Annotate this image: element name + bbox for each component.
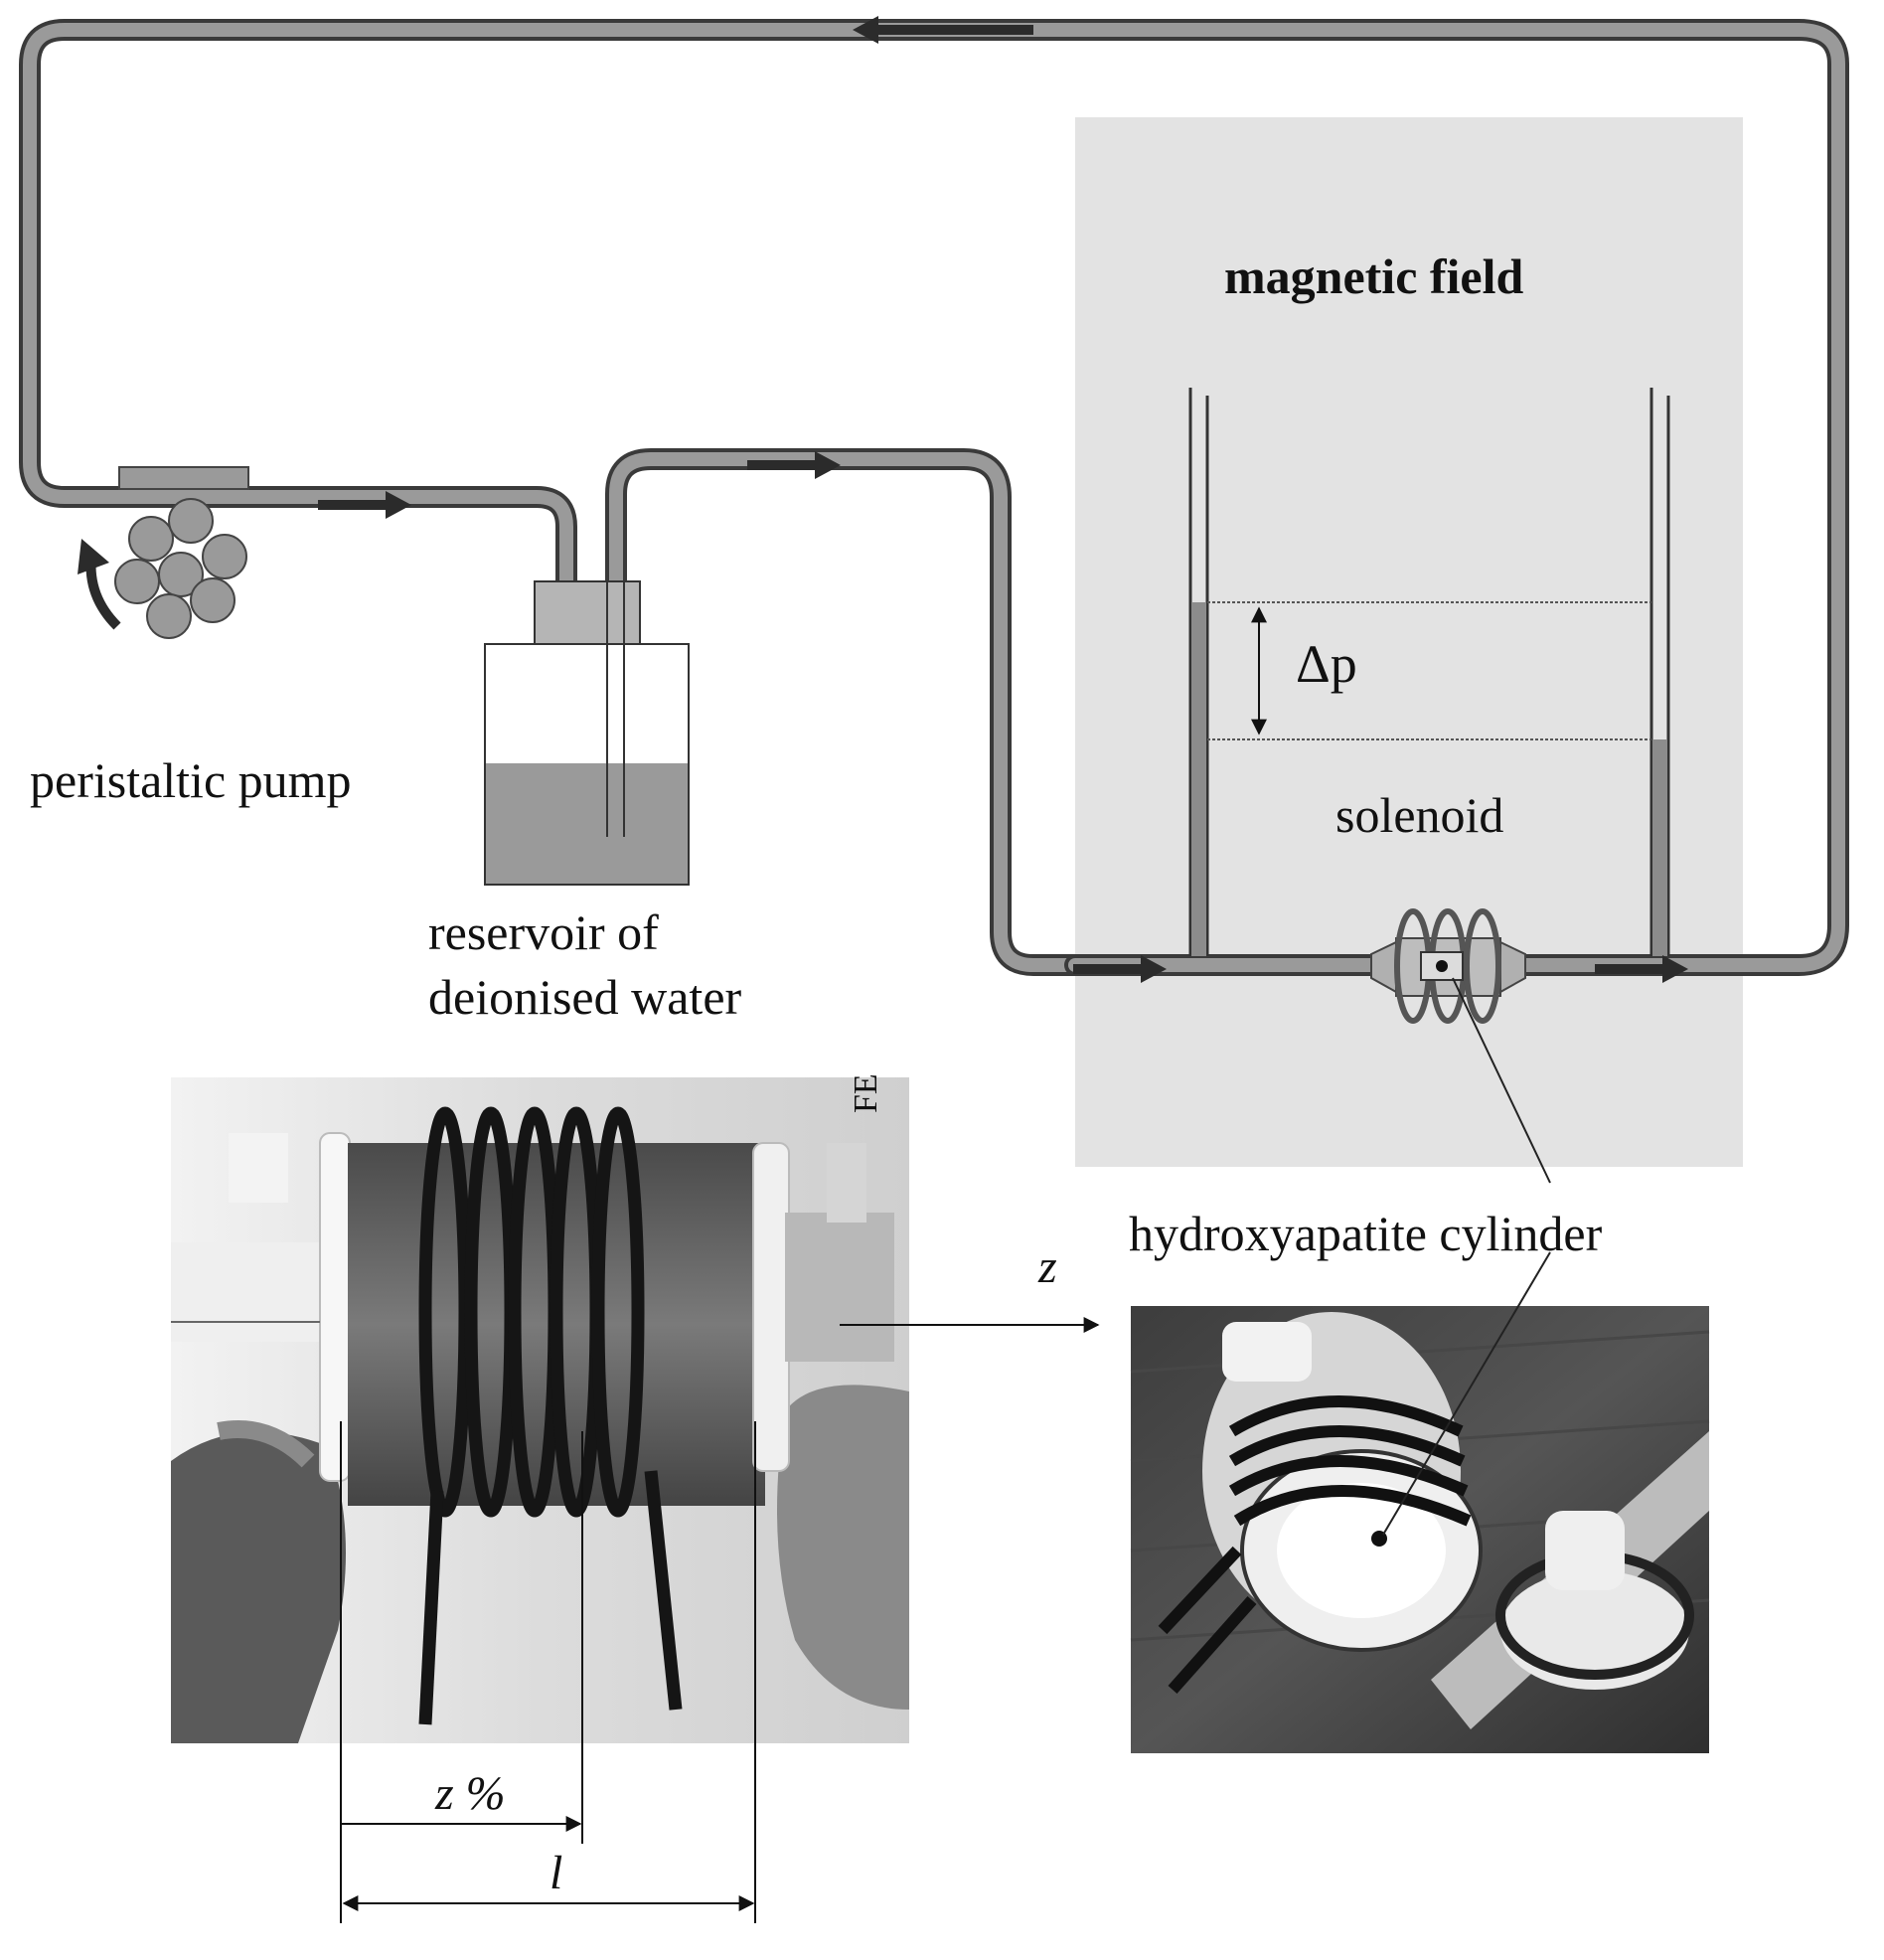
dim-z-percent-label: z %: [434, 1767, 506, 1820]
manometer-left-column: [1188, 388, 1209, 956]
dimension-lines: [340, 1421, 756, 1923]
peristaltic-pump-label: peristaltic pump: [30, 752, 352, 808]
solenoid-schematic: [1370, 908, 1526, 1024]
manometer-right-column: [1649, 388, 1670, 956]
rotation-arrow-icon: [78, 539, 121, 630]
photo-corner-mark: FE: [848, 1073, 884, 1113]
photo-solenoid-coil: FE: [171, 1073, 909, 1743]
axis-z-label: z: [1037, 1240, 1057, 1293]
hydroxyapatite-cylinder-label: hydroxyapatite cylinder: [1129, 1206, 1603, 1261]
reservoir-label-line1: reservoir of: [428, 904, 659, 960]
leader-line-photo: [1382, 1251, 1551, 1536]
dim-l-label: l: [550, 1847, 562, 1899]
leader-line: [1452, 977, 1551, 1184]
tubing-loop: [19, 19, 1849, 976]
delta-p-label: Δp: [1296, 634, 1357, 694]
photo-hydroxyapatite-cylinder: [1130, 1306, 1710, 1753]
peristaltic-pump: [114, 466, 249, 639]
reservoir-label-line2: deionised water: [428, 969, 742, 1025]
solenoid-label: solenoid: [1335, 787, 1503, 843]
magnetic-field-label: magnetic field: [1224, 248, 1524, 304]
reservoir: [484, 580, 690, 886]
